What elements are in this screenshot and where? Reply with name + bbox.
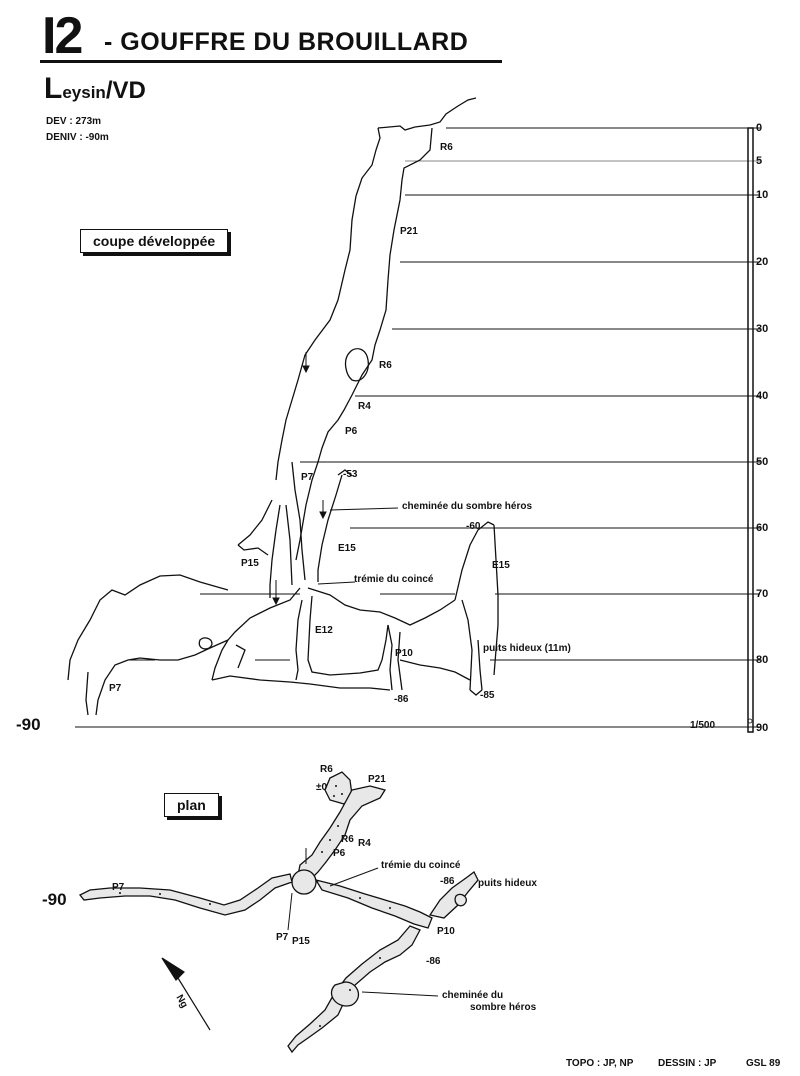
dev-stat: DEV : 273m [46, 116, 102, 127]
scale-tick-0: 0 [756, 122, 763, 134]
section-depth-left: -90 [16, 715, 41, 734]
section-label-r6-top: R6 [440, 142, 453, 153]
section-label-r6-mid: R6 [379, 360, 392, 371]
plan-label-minus86a: -86 [440, 876, 455, 887]
section-label-e15-left: E15 [338, 543, 356, 554]
deniv-stat: DENIV : -90m [46, 132, 109, 143]
location-initial: L [44, 72, 63, 105]
plan-label-minus86b: -86 [426, 956, 441, 967]
scale-tick-50: 50 [756, 456, 769, 468]
plan-depth-left: -90 [42, 890, 67, 909]
depth-lines [75, 127, 760, 728]
section-label-p21: P21 [400, 226, 418, 237]
section-label-e12: E12 [315, 625, 333, 636]
location-label: Leysin/VD [44, 72, 146, 106]
section-label-p10: P10 [395, 648, 413, 659]
section-label-p15: P15 [241, 558, 259, 569]
section-label-p6: P6 [345, 426, 358, 437]
scale-tick-80: 80 [756, 654, 769, 666]
scale-tick-70: 70 [756, 588, 769, 600]
plan-label-puits: puits hideux [478, 878, 537, 889]
plan-label-p21: P21 [368, 774, 386, 785]
map-number: I2 [42, 7, 83, 65]
cave-title: - GOUFFRE DU BROUILLARD [104, 28, 469, 56]
scale-tick-30: 30 [756, 323, 769, 335]
scale-ring [747, 718, 753, 724]
plan-label-cheminee-1: cheminée du [442, 990, 504, 1001]
scale-tick-40: 40 [756, 390, 769, 402]
plan-label-zero: ±0 [316, 782, 328, 793]
plan-label-p6: P6 [333, 848, 346, 859]
plan-label-r4: R4 [358, 838, 371, 849]
location-region: /VD [105, 77, 146, 104]
plan-stipple [119, 785, 391, 1027]
cave-plan [78, 771, 479, 1054]
section-label-minus53: -53 [343, 469, 358, 480]
scale-tick-5: 5 [756, 155, 763, 167]
plan-label-r6b: R6 [341, 834, 354, 845]
plan-label-cheminee-2: sombre héros [470, 1002, 537, 1013]
title-rule [40, 60, 502, 63]
plan-label-r6: R6 [320, 764, 333, 775]
plan-label-p10: P10 [437, 926, 455, 937]
plan-leaders [287, 848, 439, 997]
credit-code: GSL 89 [746, 1058, 781, 1069]
scale-ratio: 1/500 [690, 720, 716, 731]
section-label: coupe développée [80, 229, 229, 253]
section-label-cheminee: cheminée du sombre héros [402, 501, 533, 512]
north-arrow [161, 957, 211, 1031]
plan-label-p7: P7 [112, 882, 125, 893]
section-label-p7-mid: P7 [301, 472, 314, 483]
depth-scale-bar [747, 127, 754, 733]
section-label-minus85: -85 [480, 690, 495, 701]
credit-topo: TOPO : JP, NP [566, 1058, 634, 1069]
section-label-minus86: -86 [394, 694, 409, 705]
plan-label-p15: P15 [292, 936, 310, 947]
credit-dessin: DESSIN : JP [658, 1058, 717, 1069]
scale-tick-20: 20 [756, 256, 769, 268]
scale-tick-10: 10 [756, 189, 769, 201]
scale-tick-60: 60 [756, 522, 769, 534]
cave-profile [67, 97, 499, 716]
section-label-puits: puits hideux (11m) [483, 643, 571, 654]
flow-arrows [272, 352, 399, 606]
section-label-e15-right: E15 [492, 560, 510, 571]
section-label-p7-left: P7 [109, 683, 122, 694]
plan-label: plan [164, 793, 219, 817]
scale-tick-90: 90 [756, 722, 769, 734]
section-label-minus60: -60 [466, 521, 481, 532]
section-label-r4: R4 [358, 401, 371, 412]
plan-label-p7b: P7 [276, 932, 289, 943]
location-rest: eysin [62, 83, 106, 102]
plan-label-tremie: trémie du coincé [381, 860, 461, 871]
section-label-tremie: trémie du coincé [354, 574, 434, 585]
